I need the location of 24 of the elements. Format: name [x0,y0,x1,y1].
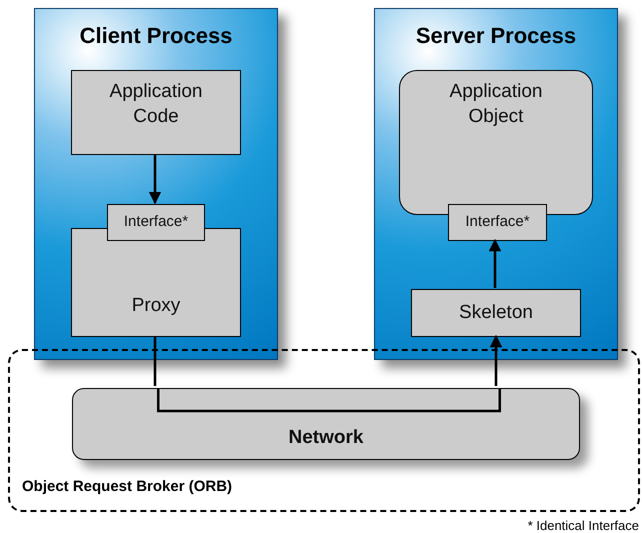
arrow [490,334,502,386]
box-label: Network [288,426,364,450]
box-label: Server Process [416,25,576,47]
process-panel [374,8,618,360]
arrow [488,238,502,288]
interface-box [448,204,547,241]
box-label: Interface* [465,212,530,232]
footnote: * Identical Interface [528,517,639,533]
arrow [148,154,162,204]
interface-box [107,204,205,241]
box-label: Application Code [108,80,204,129]
box-label: Client Process [80,25,232,47]
process-panel [34,8,278,360]
box-label: Interface* [124,212,188,232]
process-box [71,228,241,337]
box-label: Proxy [132,294,180,318]
broker-region [8,349,640,512]
process-box [411,289,581,337]
network-box [72,388,580,460]
object-box [399,70,593,215]
box-label: Object Request Broker (ORB) [22,476,234,496]
box-label: Skeleton [459,300,533,325]
box-label: Application Object [448,80,544,129]
process-box [71,70,241,155]
